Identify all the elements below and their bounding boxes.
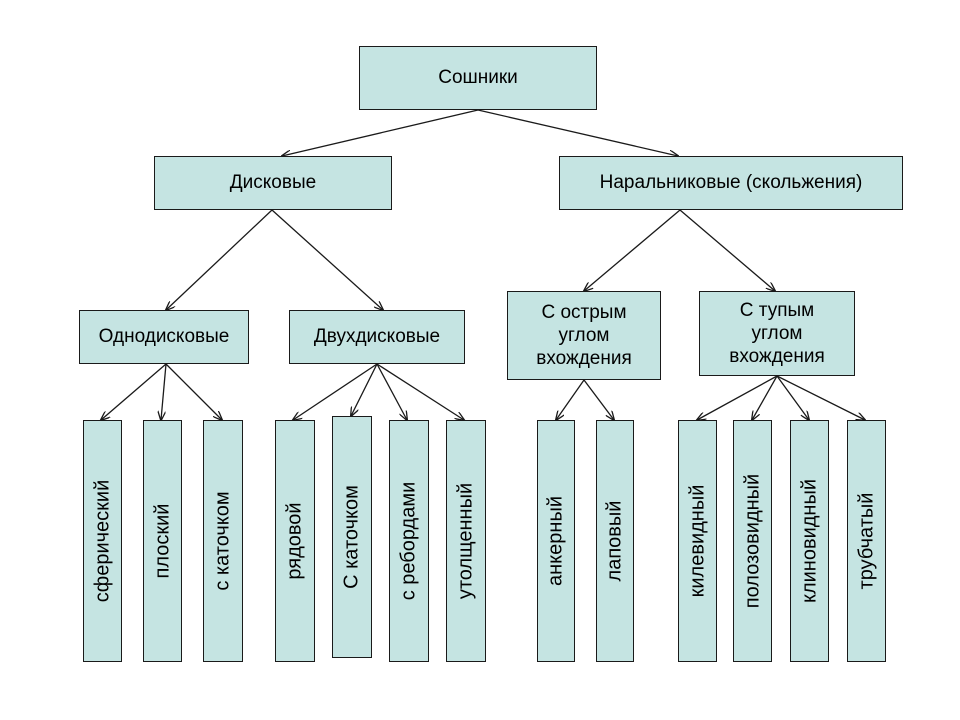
blunt-line-2: углом xyxy=(751,322,803,344)
sharp-line-1: С острым xyxy=(541,301,627,323)
arrow-blunt-strip xyxy=(752,375,778,420)
arrow-blunt-keel xyxy=(697,375,778,420)
leaf-strip-label: полозовидный xyxy=(741,473,763,609)
leaf-anchor: анкерный xyxy=(537,420,575,662)
arrow-root-nar xyxy=(477,109,678,156)
leaf-keel-label: килевидный xyxy=(686,484,708,598)
arrow-sharp-anchor xyxy=(556,379,585,420)
single-node: Однодисковые xyxy=(79,310,249,364)
disk-node: Дисковые xyxy=(154,156,392,210)
leaf-flat: плоский xyxy=(143,420,182,662)
leaf-roller2-label: С каточком xyxy=(340,485,363,589)
leaf-keel: килевидный xyxy=(678,420,717,662)
arrow-double-ribbed xyxy=(376,363,407,420)
sharp-line-3: вхождения xyxy=(536,348,632,370)
blunt-line-1: С тупым xyxy=(739,299,815,321)
leaf-row-label: рядовой xyxy=(283,502,306,580)
leaf-tube: трубчатый xyxy=(847,420,886,662)
leaf-tube-label: трубчатый xyxy=(855,492,877,590)
root-node: Сошники xyxy=(359,46,597,110)
arrow-disk-double xyxy=(271,209,383,310)
sharp-line-2: углом xyxy=(558,324,610,346)
leaf-strip: полозовидный xyxy=(733,420,772,662)
arrow-disk-single xyxy=(166,209,273,310)
leaf-paw-label: лаповый xyxy=(603,500,626,582)
arrow-single-flat xyxy=(161,363,167,420)
double-node: Двухдисковые xyxy=(289,310,465,364)
leaf-ribbed-label: с ребордами xyxy=(397,481,420,601)
leaf-wedge-label: клиновидный xyxy=(798,478,820,604)
blunt-node: С тупым углом вхождения xyxy=(699,291,855,376)
arrow-double-thick xyxy=(376,363,464,420)
arrow-blunt-wedge xyxy=(776,375,809,420)
arrow-single-roller xyxy=(165,363,222,420)
leaf-spherical: сферический xyxy=(83,420,122,662)
arrow-nar-sharp xyxy=(584,209,681,291)
leaf-flat-label: плоский xyxy=(151,503,173,579)
leaf-roller1: с каточком xyxy=(203,420,243,662)
leaf-paw: лаповый xyxy=(596,420,634,662)
leaf-roller1-label: с каточком xyxy=(211,491,234,591)
blunt-line-3: вхождения xyxy=(729,346,825,368)
arrow-double-roller xyxy=(351,363,378,416)
leaf-spherical-label: сферический xyxy=(91,479,113,603)
leaf-thick: утолщенный xyxy=(446,420,486,662)
leaf-thick-label: утолщенный xyxy=(454,482,477,600)
leaf-wedge: клиновидный xyxy=(790,420,829,662)
arrow-root-disk xyxy=(282,109,479,156)
arrow-sharp-paw xyxy=(583,379,614,420)
arrow-single-spherical xyxy=(101,363,167,420)
sharp-node: С острым углом вхождения xyxy=(507,291,661,380)
leaf-ribbed: с ребордами xyxy=(389,420,429,662)
arrow-double-row xyxy=(293,363,378,420)
nar-node: Наральниковые (скольжения) xyxy=(559,156,903,210)
arrow-blunt-tube xyxy=(776,375,865,420)
arrow-nar-blunt xyxy=(679,209,775,291)
leaf-row: рядовой xyxy=(275,420,315,662)
leaf-roller2: С каточком xyxy=(332,416,372,658)
leaf-anchor-label: анкерный xyxy=(544,496,567,586)
